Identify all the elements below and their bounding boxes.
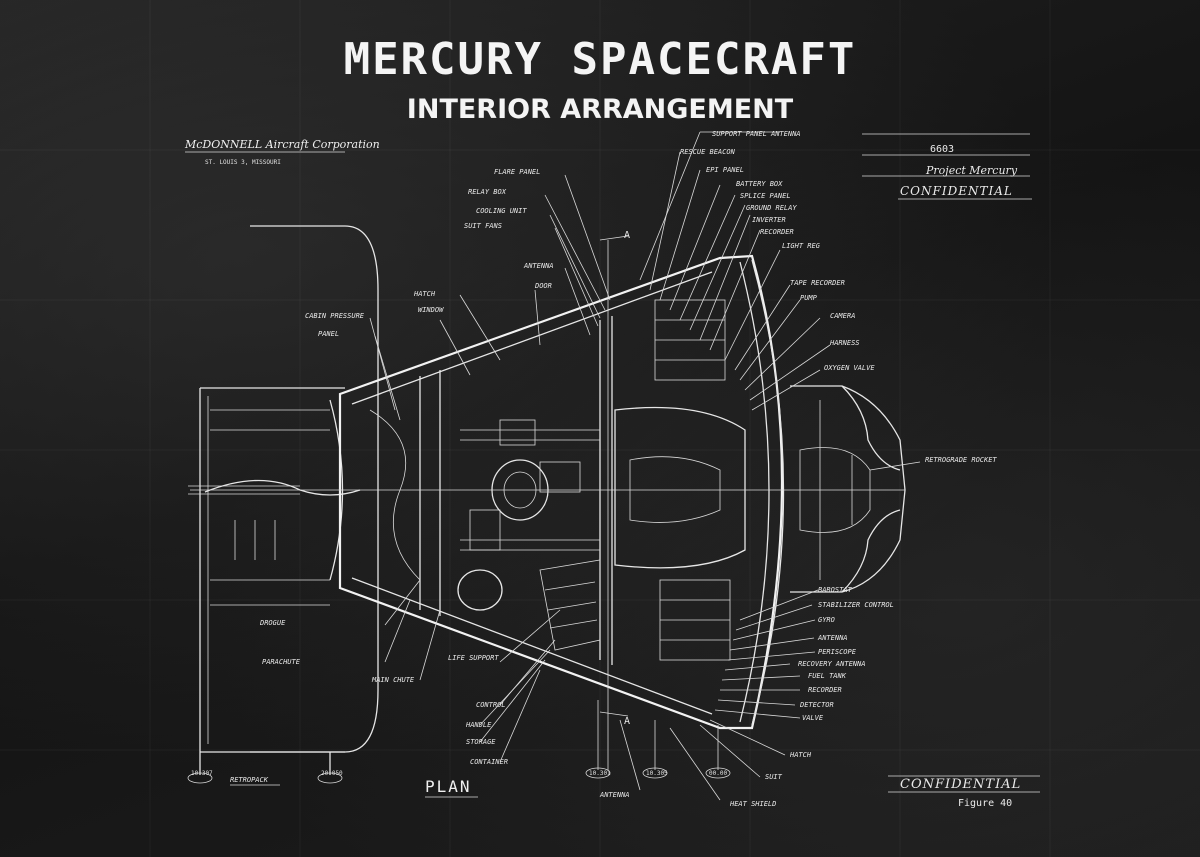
company-location: ST. LOUIS 3, MISSOURI [205, 159, 281, 166]
svg-text:COOLING UNIT: COOLING UNIT [476, 207, 527, 215]
svg-text:HATCH: HATCH [789, 751, 812, 759]
svg-text:SUPPORT PANEL ANTENNA: SUPPORT PANEL ANTENNA [712, 130, 801, 138]
view-label: PLAN [425, 777, 472, 796]
svg-text:GROUND RELAY: GROUND RELAY [746, 204, 797, 212]
svg-text:MAIN CHUTE: MAIN CHUTE [371, 676, 415, 684]
svg-text:OXYGEN VALVE: OXYGEN VALVE [824, 364, 875, 372]
svg-text:RECORDER: RECORDER [760, 228, 794, 236]
figure-label: Figure 40 [958, 798, 1012, 809]
station-labels: 10.307 20.050 10.301 10.305 00.00 [191, 770, 727, 777]
svg-text:INVERTER: INVERTER [752, 216, 786, 224]
svg-text:WINDOW: WINDOW [418, 306, 444, 314]
svg-text:BAROSTAT: BAROSTAT [818, 586, 853, 594]
station-markers [585, 700, 731, 779]
classification-bottom: CONFIDENTIAL [900, 777, 1021, 792]
station-label-2: 20.050 [321, 770, 343, 777]
svg-text:PERISCOPE: PERISCOPE [818, 648, 857, 656]
svg-text:FLARE PANEL: FLARE PANEL [494, 168, 540, 176]
heat-shield-nose [790, 385, 906, 593]
company-logo: McDONNELL Aircraft Corporation ST. LOUIS… [184, 138, 380, 166]
svg-text:FUEL TANK: FUEL TANK [808, 672, 847, 680]
svg-text:ANTENNA: ANTENNA [523, 262, 554, 270]
svg-text:HATCH: HATCH [413, 290, 436, 298]
svg-text:CONTROL: CONTROL [476, 701, 506, 709]
section-marker-top: A [624, 230, 630, 241]
section-line: A A [599, 230, 630, 770]
svg-text:RETROPACK: RETROPACK [230, 776, 269, 784]
bottom-title-block: CONFIDENTIAL Figure 40 [888, 775, 1040, 809]
svg-text:RELAY BOX: RELAY BOX [468, 188, 507, 196]
svg-text:SUIT FANS: SUIT FANS [464, 222, 502, 230]
svg-text:PANEL: PANEL [318, 330, 339, 338]
svg-text:STABILIZER CONTROL: STABILIZER CONTROL [818, 601, 894, 609]
svg-text:PARACHUTE: PARACHUTE [262, 658, 301, 666]
svg-text:SPLICE PANEL: SPLICE PANEL [740, 192, 791, 200]
capsule-body [190, 254, 905, 730]
svg-text:RECOVERY ANTENNA: RECOVERY ANTENNA [798, 660, 865, 668]
callouts-top: SUPPORT PANEL ANTENNA RESCUE BEACON EPI … [305, 130, 875, 421]
svg-text:DETECTOR: DETECTOR [799, 701, 834, 709]
station-label-5: 00.00 [709, 770, 727, 777]
svg-text:RESCUE BEACON: RESCUE BEACON [680, 148, 736, 156]
callouts-bottom: RETROGRADE ROCKET BAROSTAT STABILIZER CO… [230, 456, 997, 808]
section-marker-bottom: A [624, 716, 630, 727]
svg-text:ANTENNA: ANTENNA [817, 634, 848, 642]
svg-text:RETROGRADE ROCKET: RETROGRADE ROCKET [925, 456, 997, 464]
page-title: MERCURY SPACECRAFT [343, 34, 857, 85]
svg-text:ANTENNA: ANTENNA [599, 791, 630, 799]
retro-pack [187, 225, 379, 784]
svg-text:LIGHT REG: LIGHT REG [782, 242, 821, 250]
svg-text:VALVE: VALVE [802, 714, 824, 722]
svg-text:BATTERY BOX: BATTERY BOX [736, 180, 783, 188]
svg-text:TAPE RECORDER: TAPE RECORDER [790, 279, 845, 287]
svg-text:SUIT: SUIT [765, 773, 783, 781]
classification-top: CONFIDENTIAL [900, 184, 1013, 198]
svg-text:CAMERA: CAMERA [830, 312, 855, 320]
report-number: 6603 [930, 144, 954, 155]
svg-text:STORAGE: STORAGE [466, 738, 496, 746]
station-label-4: 10.305 [646, 770, 668, 777]
company-logo-text: McDONNELL Aircraft Corporation [184, 138, 380, 151]
title-block: 6603 Project Mercury CONFIDENTIAL [862, 133, 1032, 200]
station-label-3: 10.301 [589, 770, 611, 777]
svg-text:DROGUE: DROGUE [259, 619, 286, 627]
svg-text:HANDLE: HANDLE [465, 721, 492, 729]
svg-text:CABIN PRESSURE: CABIN PRESSURE [305, 312, 365, 320]
model-name: Project Mercury [925, 164, 1018, 177]
svg-text:CONTAINER: CONTAINER [470, 758, 508, 766]
view-label-group: PLAN [425, 777, 478, 798]
svg-text:DOOR: DOOR [534, 282, 552, 290]
svg-text:GYRO: GYRO [818, 616, 835, 624]
page-subtitle: INTERIOR ARRANGEMENT [406, 94, 794, 125]
svg-text:LIFE SUPPORT: LIFE SUPPORT [448, 654, 499, 662]
station-label-1: 10.307 [191, 770, 213, 777]
svg-text:HEAT SHIELD: HEAT SHIELD [729, 800, 776, 808]
svg-text:PUMP: PUMP [800, 294, 818, 302]
svg-text:EPI PANEL: EPI PANEL [706, 166, 744, 174]
svg-text:HARNESS: HARNESS [829, 339, 860, 347]
svg-text:RECORDER: RECORDER [808, 686, 842, 694]
